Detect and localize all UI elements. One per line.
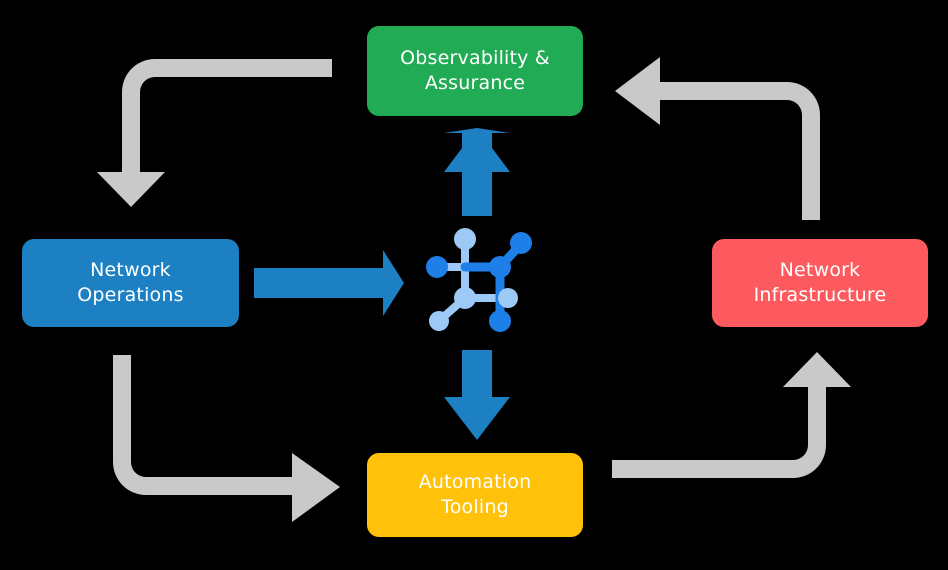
- node-label-operations: Network Operations: [77, 258, 184, 306]
- node-automation-tooling[interactable]: Automation Tooling: [367, 453, 583, 537]
- node-label-infrastructure: Network Infrastructure: [753, 258, 887, 306]
- connector-operations-to-automation: [113, 355, 340, 522]
- node-label-automation: Automation Tooling: [418, 470, 532, 518]
- connector-center-to-automation: [444, 350, 510, 440]
- connector-center-to-observability: [444, 128, 510, 216]
- node-observability-assurance[interactable]: Observability & Assurance: [367, 26, 583, 116]
- network-topology-icon: [426, 228, 532, 332]
- connector-operations-to-center: [254, 250, 404, 316]
- node-network-operations[interactable]: Network Operations: [22, 239, 239, 327]
- connector-automation-to-infrastructure: [612, 352, 851, 478]
- connector-infrastructure-to-observability: [615, 57, 820, 220]
- connector-observability-to-operations: [97, 59, 332, 207]
- node-label-observability: Observability & Assurance: [400, 46, 550, 94]
- node-network-infrastructure[interactable]: Network Infrastructure: [712, 239, 928, 327]
